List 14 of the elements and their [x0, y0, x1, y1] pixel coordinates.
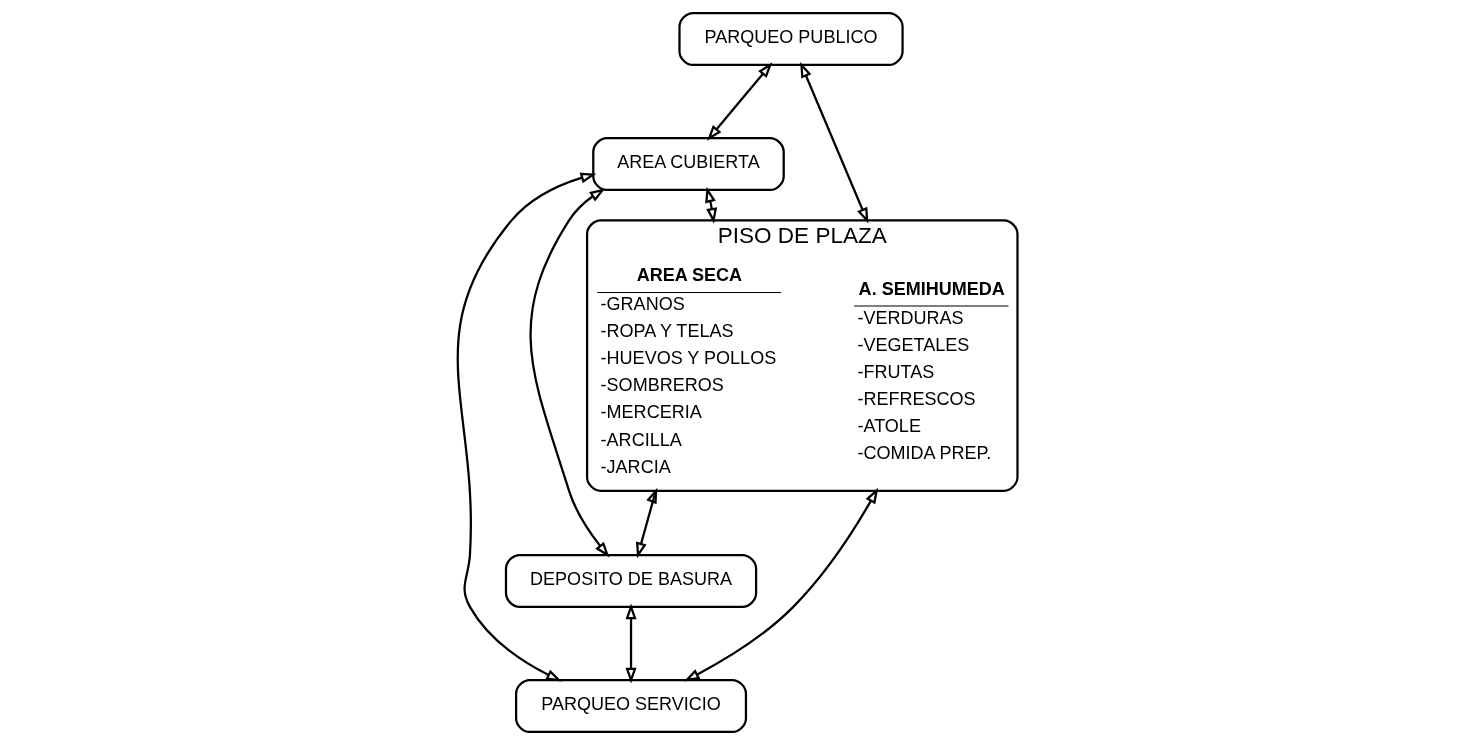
arrow	[704, 186, 717, 224]
arrow	[706, 62, 772, 141]
node-text: A. SEMIHUMEDA -VERDURAS -VEGETALES -FRUTAS -REFRESCOS -ATOLE -COMIDA PREP.	[856, 278, 1005, 464]
arrow	[799, 61, 868, 224]
arrow	[456, 172, 596, 682]
node-box: PARQUEO PUBLICO	[677, 11, 904, 67]
node-box: DEPOSITO DE BASURA	[504, 553, 757, 608]
arrow	[683, 487, 878, 682]
node-box: PARQUEO SERVICIO	[514, 678, 747, 734]
arrow	[635, 487, 657, 559]
node-text: AREA SECA -GRANOS -ROPA Y TELAS -HUEVOS Y POLLOS -SOMBREROS -MERCERIA -ARCILLA -JARCIA	[600, 265, 776, 477]
node-box: AREA CUBIERTA	[591, 137, 785, 192]
arrow	[529, 188, 610, 558]
arrow	[625, 603, 637, 684]
